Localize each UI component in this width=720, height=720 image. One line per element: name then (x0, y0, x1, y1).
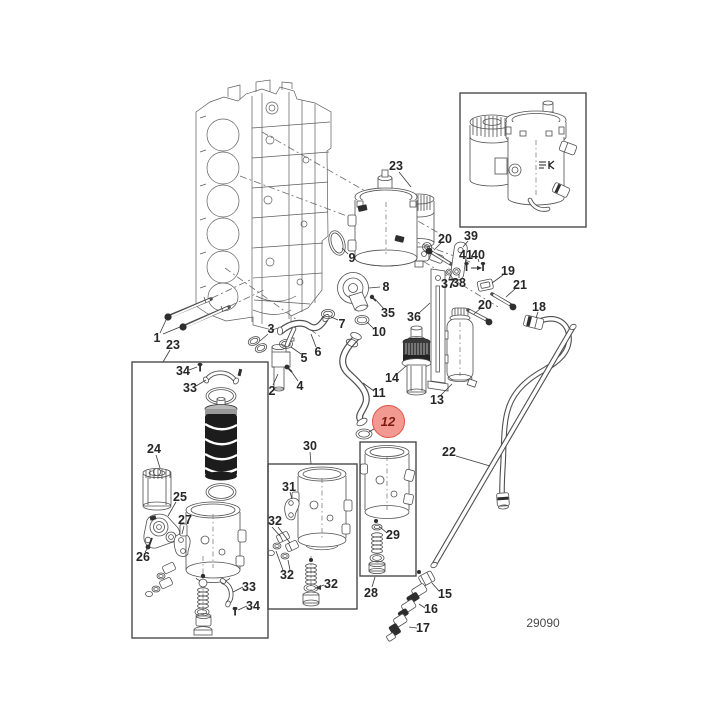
part-label-6-6: 6 (314, 345, 322, 359)
part-label-36-15: 36 (407, 310, 421, 324)
part-2-elbow-drawing (271, 343, 291, 392)
filter-brand-mark (539, 160, 555, 170)
part-label-32-42: 32 (280, 568, 294, 582)
part-label-41-20: 41 (459, 248, 473, 262)
part-label-4-4: 4 (296, 379, 304, 393)
leader-lines (144, 171, 539, 629)
part-24-oil-filter-drawing (142, 467, 172, 511)
filter-housing-drawing (179, 501, 247, 583)
part-29-valve-stack-drawing (368, 519, 386, 575)
part-label-24-33: 24 (147, 442, 161, 456)
part-label-40-21: 40 (471, 248, 485, 262)
part-7-oring-drawing (320, 308, 335, 319)
part-label-32-41: 32 (268, 514, 282, 528)
relief-valve-stack-drawing (193, 556, 213, 636)
part-1-bolts-drawing (164, 296, 231, 331)
part-label-31-40: 31 (282, 480, 296, 494)
detail-box-28 (359, 441, 417, 577)
part-8-grommet-drawing (337, 272, 369, 312)
part-3-orings-drawing (247, 336, 268, 353)
part-label-23-30: 23 (389, 159, 403, 173)
part-label-9-9: 9 (348, 251, 356, 265)
part-label-25-34: 25 (173, 490, 187, 504)
part-label-30-39: 30 (303, 439, 317, 453)
part-label-27-35: 27 (178, 513, 192, 527)
part-label-35-10: 35 (381, 306, 395, 320)
part-23-filter-assembly-drawing (347, 169, 444, 268)
part-label-37-16: 37 (441, 277, 455, 291)
part-17-fitting-drawing (386, 613, 408, 642)
part-label-39-19: 39 (464, 229, 478, 243)
part-10-oring-drawing (354, 314, 370, 325)
detail-box-30 (267, 463, 358, 610)
part-label-5-5: 5 (300, 351, 308, 365)
part-label-18-25: 18 (532, 300, 546, 314)
box30-canister-drawing (291, 466, 353, 551)
part-32-fittings-drawing (267, 531, 299, 560)
part-label-22-26: 22 (442, 445, 456, 459)
part-18-fuel-line-drawing (496, 314, 572, 510)
part-36-bracket-drawing (427, 268, 449, 392)
part-label-29-44: 29 (386, 528, 400, 542)
part-label-3-3: 3 (267, 322, 275, 336)
part-label-26-36: 26 (136, 550, 150, 564)
filter-element-oring-bottom (205, 483, 237, 501)
filter-element-cartridge-drawing (204, 397, 238, 481)
part-label-17-29: 17 (416, 621, 430, 635)
part-4-screw-drawing (284, 364, 293, 373)
part-label-11-12: 11 (372, 386, 386, 400)
part-label-14-13: 14 (385, 371, 399, 385)
part-15-clamp-drawing (417, 570, 436, 587)
part-34-screw-bottom-drawing (232, 606, 238, 616)
box28-canister-drawing (360, 445, 416, 519)
part-label-2-2: 2 (268, 384, 276, 398)
fastener-cluster-drawing (425, 241, 517, 326)
part-label-34-38: 34 (246, 599, 260, 613)
part-label-19-22: 19 (501, 264, 515, 278)
part-label-28-45: 28 (364, 586, 378, 600)
part-label-1-0: 1 (153, 331, 161, 345)
part-22-tube-drawing (430, 323, 577, 569)
part-16-fitting-drawing (397, 583, 428, 619)
engine-block-drawing (195, 79, 332, 331)
part-34-screw-top-drawing (197, 362, 243, 377)
part-label-23-1: 23 (166, 338, 180, 352)
part-label-13-14: 13 (430, 393, 444, 407)
part-label-10-11: 10 (372, 325, 386, 339)
drawing-number: 29090 (526, 616, 560, 630)
part-label-8-8: 8 (382, 280, 390, 294)
housing-fittings-drawing (145, 562, 176, 598)
highlighted-part-label: 12 (380, 413, 396, 429)
part-33-hose-bottom-drawing (219, 578, 234, 608)
part-label-33-32: 33 (183, 381, 197, 395)
part-11-hose-drawing (339, 332, 370, 427)
part-label-32-43: 32 (324, 577, 338, 591)
part-label-38-17: 38 (452, 276, 466, 290)
part-label-20-18: 20 (438, 232, 452, 246)
left-detail-box (131, 361, 269, 639)
part-label-15-27: 15 (438, 587, 452, 601)
part-label-20-24: 20 (478, 298, 492, 312)
part-6-hose-drawing (276, 314, 330, 348)
part-27-gasket-drawing (173, 533, 191, 557)
part-label-33-37: 33 (242, 580, 256, 594)
part-35-screw-drawing (369, 294, 377, 302)
part-label-21-23: 21 (513, 278, 527, 292)
part-31-gasket-drawing (284, 497, 300, 521)
box30-valve-stack-drawing (302, 556, 320, 607)
part-label-7-7: 7 (338, 317, 346, 331)
part-14-filter-drawing (401, 325, 432, 396)
part-label-16-28: 16 (424, 602, 438, 616)
inset-box (459, 92, 587, 228)
part-9-oring-drawing (328, 230, 346, 256)
inset-filter-assembly-drawing (469, 100, 578, 212)
part-33-hose-top-drawing (203, 370, 239, 385)
part-label-34-31: 34 (176, 364, 190, 378)
highlighted-part-badge[interactable]: 12 (371, 404, 405, 438)
